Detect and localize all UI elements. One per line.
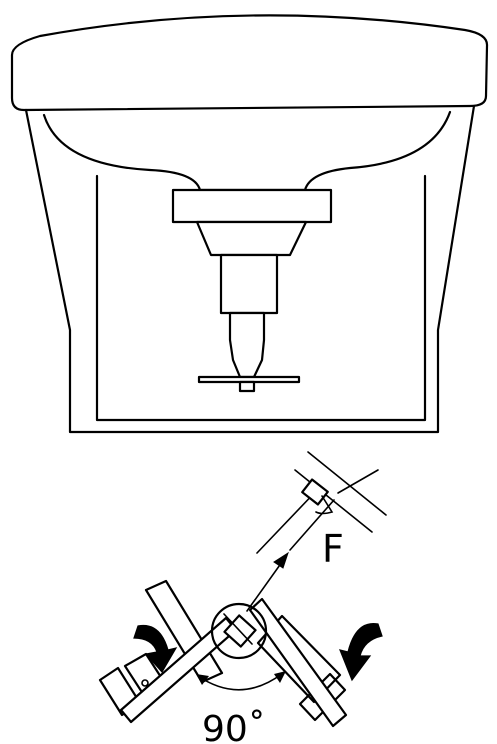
spindle-body [219,253,279,315]
angle-label: 90˚ [202,709,266,744]
angle-marker [196,671,286,691]
direction-arrow [246,551,289,612]
spindle-tool [228,311,266,379]
pivot-joint [210,602,268,660]
detail-inset [256,451,387,554]
spindle-neck [195,220,308,257]
housing-shroud [42,110,452,192]
rotation-arrow-left [133,624,178,674]
dome-cap [10,14,489,112]
spindle-assembly [171,188,333,393]
rotation-arrow-right [339,622,383,682]
spindle-flange [171,188,333,224]
force-label: F [322,527,344,571]
tool-nut [238,380,256,393]
housing-outer [24,104,476,434]
housing-inner [95,174,427,422]
